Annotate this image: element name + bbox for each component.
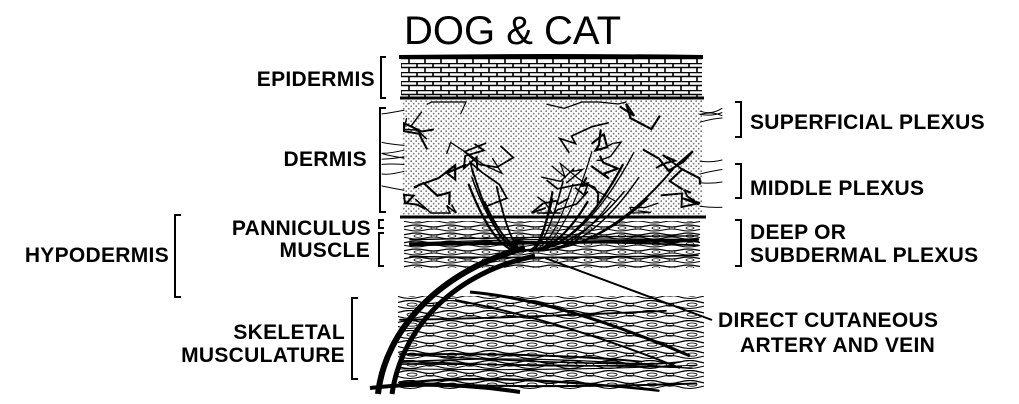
skin-surface-line — [399, 56, 703, 57]
cutaneous-label-line1: DIRECT CUTANEOUS — [718, 310, 938, 331]
musculature-label: MUSCULATURE — [181, 345, 345, 366]
deep-plexus-label: DEEP OR — [750, 222, 846, 243]
dermis-label: DERMIS — [284, 149, 367, 170]
middle-plexus-label: MIDDLE PLEXUS — [750, 178, 924, 199]
panniculus-label: PANNICULUS — [232, 218, 371, 239]
hypodermis-label: HYPODERMIS — [25, 245, 169, 266]
subdermal-plexus-label: SUBDERMAL PLEXUS — [750, 245, 978, 266]
superficial-plexus-label: SUPERFICIAL PLEXUS — [750, 112, 985, 133]
epidermis-layer — [401, 58, 702, 98]
epidermis-label: EPIDERMIS — [257, 69, 375, 90]
cutaneous-label-line2: ARTERY AND VEIN — [740, 335, 935, 356]
skeletal-label: SKELETAL — [233, 322, 345, 343]
diagram-title: DOG & CAT — [404, 11, 621, 51]
muscle-label: MUSCLE — [280, 240, 370, 261]
